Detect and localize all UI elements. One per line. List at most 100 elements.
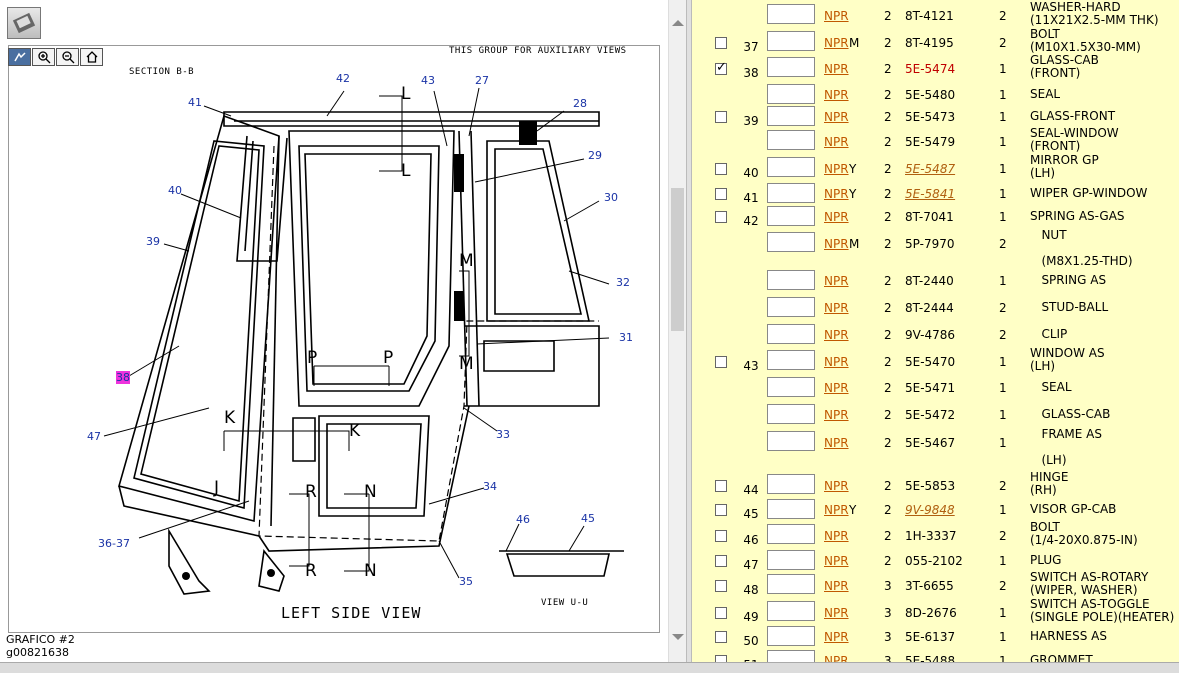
- npr-link[interactable]: NPR: [824, 529, 849, 543]
- callout-41[interactable]: 41: [188, 96, 202, 109]
- zoom-in-icon[interactable]: [32, 48, 55, 66]
- quantity-input[interactable]: [767, 157, 815, 177]
- part-checkbox[interactable]: [715, 580, 727, 592]
- part-checkbox[interactable]: [715, 211, 727, 223]
- part-checkbox[interactable]: [715, 188, 727, 200]
- quantity-input[interactable]: [767, 550, 815, 570]
- part-checkbox[interactable]: [715, 607, 727, 619]
- part-checkbox[interactable]: [715, 655, 727, 662]
- quantity-input[interactable]: [767, 524, 815, 544]
- part-checkbox[interactable]: [715, 37, 727, 49]
- quantity-input[interactable]: [767, 650, 815, 662]
- npr-link[interactable]: NPR: [824, 301, 849, 315]
- diagram-caption: GRAFICO #2 g00821638: [6, 633, 75, 659]
- callout-27[interactable]: 27: [475, 74, 489, 87]
- callout-40[interactable]: 40: [168, 184, 182, 197]
- npr-link[interactable]: NPR: [824, 503, 849, 517]
- diagram-scrollbar[interactable]: [668, 0, 687, 662]
- npr-link[interactable]: NPR: [824, 62, 849, 76]
- scrollbar-thumb[interactable]: [671, 188, 684, 331]
- quantity-input[interactable]: [767, 183, 815, 203]
- quantity-input[interactable]: [767, 499, 815, 519]
- npr-link[interactable]: NPR: [824, 274, 849, 288]
- part-checkbox[interactable]: [715, 356, 727, 368]
- callout-46[interactable]: 46: [516, 513, 530, 526]
- quantity-input[interactable]: [767, 232, 815, 252]
- npr-link[interactable]: NPR: [824, 36, 849, 50]
- quantity-input[interactable]: [767, 297, 815, 317]
- callout-30[interactable]: 30: [604, 191, 618, 204]
- npr-link[interactable]: NPR: [824, 554, 849, 568]
- callout-36-37[interactable]: 36-37: [98, 537, 130, 550]
- home-icon[interactable]: [80, 48, 103, 66]
- scroll-down-icon[interactable]: [672, 634, 684, 640]
- part-checkbox[interactable]: [715, 163, 727, 175]
- quantity-input[interactable]: [767, 474, 815, 494]
- npr-link[interactable]: NPR: [824, 135, 849, 149]
- part-checkbox[interactable]: [715, 631, 727, 643]
- quantity-input[interactable]: [767, 601, 815, 621]
- callout-47[interactable]: 47: [87, 430, 101, 443]
- quantity-input[interactable]: [767, 404, 815, 424]
- callout-42[interactable]: 42: [336, 72, 350, 85]
- quantity-input[interactable]: [767, 431, 815, 451]
- quantity-input[interactable]: [767, 270, 815, 290]
- quantity-input[interactable]: [767, 106, 815, 126]
- npr-link[interactable]: NPR: [824, 187, 849, 201]
- quantity-input[interactable]: [767, 4, 815, 24]
- npr-link[interactable]: NPR: [824, 479, 849, 493]
- npr-link[interactable]: NPR: [824, 162, 849, 176]
- callout-28[interactable]: 28: [573, 97, 587, 110]
- npr-link[interactable]: NPR: [824, 630, 849, 644]
- zoom-out-icon[interactable]: [56, 48, 79, 66]
- quantity-input[interactable]: [767, 206, 815, 226]
- callout-39[interactable]: 39: [146, 235, 160, 248]
- part-number[interactable]: 5E-5841: [905, 187, 956, 201]
- part-number: 9V-4786: [905, 328, 956, 342]
- callout-31[interactable]: 31: [619, 331, 633, 344]
- part-checkbox[interactable]: [715, 111, 727, 123]
- callout-33[interactable]: 33: [496, 428, 510, 441]
- part-number[interactable]: 9V-9848: [905, 503, 955, 517]
- part-checkbox[interactable]: [715, 555, 727, 567]
- callout-45[interactable]: 45: [581, 512, 595, 525]
- quantity-input[interactable]: [767, 377, 815, 397]
- print-icon[interactable]: [7, 7, 41, 39]
- npr-link[interactable]: NPR: [824, 210, 849, 224]
- npr-link[interactable]: NPR: [824, 654, 849, 662]
- callout-32[interactable]: 32: [616, 276, 630, 289]
- callout-38-highlighted[interactable]: 38: [116, 371, 130, 384]
- callout-43[interactable]: 43: [421, 74, 435, 87]
- quantity-input[interactable]: [767, 57, 815, 77]
- npr-link[interactable]: NPR: [824, 408, 849, 422]
- part-number[interactable]: 5E-5487: [905, 162, 956, 176]
- npr-link[interactable]: NPR: [824, 436, 849, 450]
- callout-34[interactable]: 34: [483, 480, 497, 493]
- npr-link[interactable]: NPR: [824, 579, 849, 593]
- quantity-input[interactable]: [767, 574, 815, 594]
- pan-hand-icon[interactable]: [8, 48, 31, 66]
- callout-35[interactable]: 35: [459, 575, 473, 588]
- quantity-input[interactable]: [767, 84, 815, 104]
- quantity-input[interactable]: [767, 324, 815, 344]
- quantity-input[interactable]: [767, 130, 815, 150]
- npr-link[interactable]: NPR: [824, 237, 849, 251]
- scroll-up-icon[interactable]: [672, 20, 684, 26]
- part-checkbox[interactable]: [715, 504, 727, 516]
- part-checkbox[interactable]: [715, 530, 727, 542]
- npr-link[interactable]: NPR: [824, 381, 849, 395]
- part-description: SPRING AS-GAS: [1030, 209, 1125, 223]
- npr-link[interactable]: NPR: [824, 9, 849, 23]
- npr-link[interactable]: NPR: [824, 328, 849, 342]
- npr-link[interactable]: NPR: [824, 606, 849, 620]
- quantity-input[interactable]: [767, 626, 815, 646]
- npr-link[interactable]: NPR: [824, 355, 849, 369]
- part-checkbox[interactable]: [715, 480, 727, 492]
- quantity-input[interactable]: [767, 31, 815, 51]
- pane-splitter[interactable]: [686, 0, 692, 662]
- quantity-input[interactable]: [767, 350, 815, 370]
- npr-link[interactable]: NPR: [824, 110, 849, 124]
- part-checkbox[interactable]: [715, 60, 727, 75]
- callout-29[interactable]: 29: [588, 149, 602, 162]
- npr-link[interactable]: NPR: [824, 88, 849, 102]
